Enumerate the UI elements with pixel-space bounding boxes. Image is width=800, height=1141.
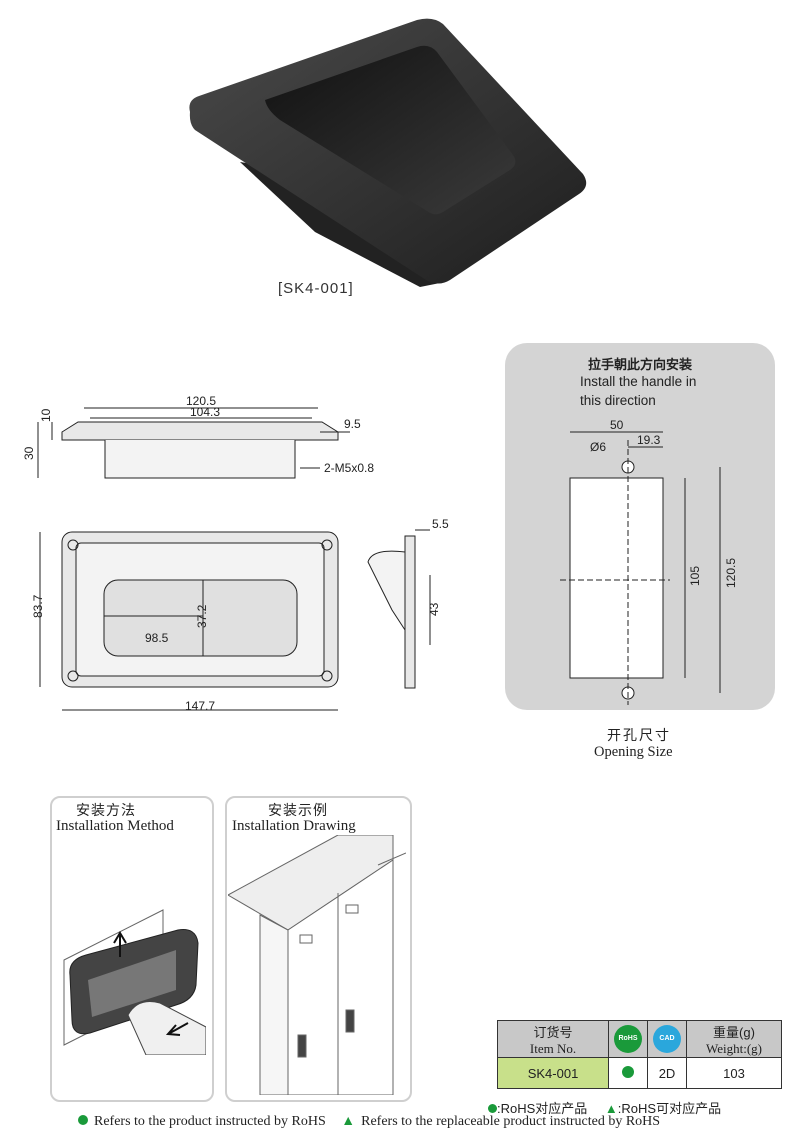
svg-text:2-M5x0.8: 2-M5x0.8 [324, 461, 374, 475]
installation-method-en: Installation Method [56, 818, 174, 834]
svg-text:43: 43 [427, 602, 441, 616]
spec-table: 订货号 Item No. RoHS CAD 重量(g) Weight:(g) S… [497, 1020, 782, 1089]
svg-text:37.2: 37.2 [195, 604, 209, 628]
installation-drawing-illustration [228, 835, 406, 1095]
triangle-icon: ▲ [604, 1101, 618, 1116]
installation-method-illustration [63, 909, 206, 1055]
weight-en: Weight:(g) [706, 1040, 762, 1056]
item-no-cn: 订货号 [533, 1024, 573, 1040]
install-direction-cn: 拉手朝此方向安装 [588, 357, 693, 372]
cad-icon: CAD [653, 1025, 681, 1053]
svg-text:105: 105 [688, 566, 702, 586]
rohs-dot-icon [622, 1065, 634, 1078]
svg-text:83.7: 83.7 [31, 594, 45, 618]
installation-method-cn: 安装方法 [76, 802, 136, 818]
opening-size-caption-cn: 开孔尺寸 [607, 727, 671, 743]
svg-text:Ø6: Ø6 [590, 440, 606, 454]
rohs-dot-icon [78, 1115, 88, 1125]
product-photo [189, 18, 587, 287]
legend-row: Refers to the product instructed by RoHS… [78, 1114, 660, 1130]
legend-rohs-text: Refers to the product instructed by RoHS [94, 1114, 326, 1129]
opening-size-caption-en: Opening Size [594, 744, 673, 760]
installation-drawing-cn: 安装示例 [268, 802, 328, 818]
svg-text:10: 10 [39, 408, 53, 422]
svg-text:98.5: 98.5 [145, 631, 169, 645]
rohs-replace-note: :RoHS可对应产品 [617, 1101, 722, 1116]
weight-cn: 重量(g) [713, 1024, 755, 1040]
item-no-en: Item No. [529, 1040, 577, 1056]
model-label: [SK4-001] [278, 280, 354, 297]
rohs-note-row: :RoHS对应产品 ▲:RoHS可对应产品 [488, 1098, 721, 1117]
svg-text:5.5: 5.5 [432, 517, 449, 531]
table-row: SK4-001 2D 103 [497, 1057, 782, 1089]
spec-table-header: 订货号 Item No. RoHS CAD 重量(g) Weight:(g) [497, 1020, 782, 1058]
svg-text:120.5: 120.5 [186, 394, 216, 408]
opening-size-drawing: 50 19.3Ø6 105 120.5 [560, 420, 738, 705]
rohs-icon: RoHS [614, 1025, 642, 1053]
legend-replace-text: Refers to the replaceable product instru… [361, 1114, 661, 1129]
svg-text:147.7: 147.7 [185, 699, 215, 713]
rohs-note: :RoHS对应产品 [497, 1101, 588, 1116]
install-direction-en-line2: this direction [580, 393, 656, 408]
svg-text:30: 30 [22, 446, 36, 460]
item-no-cell: SK4-001 [497, 1057, 609, 1089]
install-direction-en-line1: Install the handle in [580, 374, 697, 389]
rohs-cell [608, 1057, 648, 1089]
triangle-icon: ▲ [341, 1114, 356, 1129]
weight-cell: 103 [686, 1057, 782, 1089]
cad-cell: 2D [647, 1057, 687, 1089]
svg-text:19.3: 19.3 [637, 433, 661, 447]
svg-text:9.5: 9.5 [344, 417, 361, 431]
svg-text:104.3: 104.3 [190, 405, 220, 419]
rohs-dot-icon [488, 1104, 497, 1113]
svg-text:50: 50 [610, 420, 624, 432]
installation-drawing-en: Installation Drawing [232, 818, 356, 834]
svg-text:120.5: 120.5 [724, 558, 738, 588]
